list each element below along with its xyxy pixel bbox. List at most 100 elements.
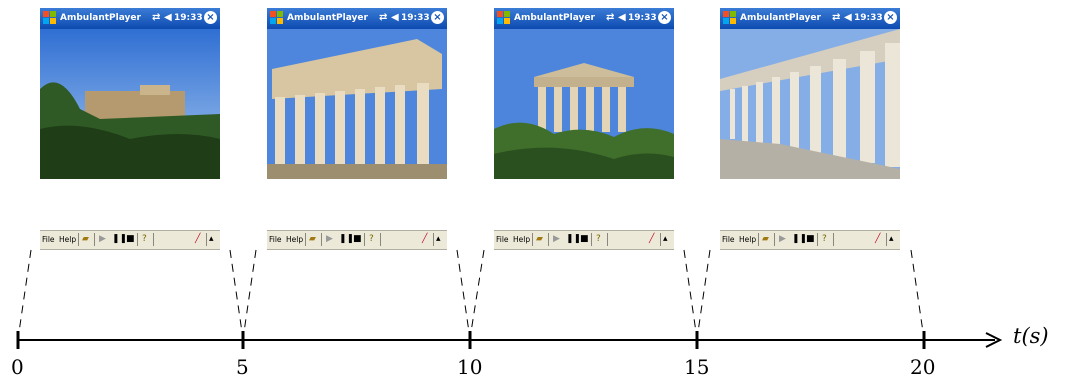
connectivity-icon[interactable]: ⇄ [152, 12, 161, 23]
slide-image-temple-of-hephaestus [494, 29, 674, 179]
volume-icon[interactable]: ◀ [164, 12, 172, 23]
volume-icon[interactable]: ◀ [391, 12, 399, 23]
open-folder-icon[interactable]: ▰ [82, 234, 89, 244]
toolbar-divider [833, 233, 834, 246]
toolbar-divider [433, 233, 434, 246]
pen-icon[interactable]: ╱ [875, 234, 881, 244]
projection-lines [18, 249, 924, 333]
toolbar-divider [153, 233, 154, 246]
toolbar-divider [137, 233, 138, 246]
slide-image-parthenon [267, 29, 447, 179]
connectivity-icon[interactable]: ⇄ [606, 12, 615, 23]
toolbar-divider [321, 233, 322, 246]
help-menu[interactable]: Help [286, 235, 304, 244]
pause-icon[interactable]: ❚❚ [792, 234, 808, 244]
pen-icon[interactable]: ╱ [649, 234, 655, 244]
player-toolbar-2: File Help ▰ ▶ ❚❚ ■ ? ╱ ▴ [267, 230, 447, 250]
toolbar-divider [774, 233, 775, 246]
close-button[interactable]: × [431, 11, 444, 24]
title-bar: AmbulantPlayer ⇄ ◀ 19:33 × [267, 8, 447, 29]
open-folder-icon[interactable]: ▰ [762, 234, 769, 244]
toolbar-divider [548, 233, 549, 246]
open-folder-icon[interactable]: ▰ [309, 234, 316, 244]
play-icon[interactable]: ▶ [99, 234, 106, 244]
windows-logo-icon[interactable] [43, 11, 57, 25]
play-icon[interactable]: ▶ [779, 234, 786, 244]
toolbar-divider [591, 233, 592, 246]
axis-arrow-icon [985, 332, 1003, 348]
open-folder-icon[interactable]: ▰ [536, 234, 543, 244]
projection-line [18, 249, 32, 333]
tick-label-0: 0 [11, 355, 24, 379]
toolbar-divider [206, 233, 207, 246]
close-button[interactable]: × [658, 11, 671, 24]
help-icon[interactable]: ? [822, 234, 827, 244]
toolbar-divider [94, 233, 95, 246]
close-button[interactable]: × [204, 11, 217, 24]
stop-icon[interactable]: ■ [126, 234, 135, 244]
projection-line [697, 249, 711, 333]
app-title: AmbulantPlayer [740, 13, 821, 23]
play-icon[interactable]: ▶ [553, 234, 560, 244]
file-menu[interactable]: File [42, 235, 55, 244]
axis-ticks [16, 331, 926, 349]
close-button[interactable]: × [884, 11, 897, 24]
projection-line [456, 249, 470, 333]
toolbar-divider [364, 233, 365, 246]
tick-label-5: 5 [236, 355, 249, 379]
connectivity-icon[interactable]: ⇄ [379, 12, 388, 23]
chevron-up-icon[interactable]: ▴ [209, 234, 214, 244]
clock[interactable]: 19:33 [174, 13, 203, 23]
clock[interactable]: 19:33 [401, 13, 430, 23]
player-toolbar-4: File Help ▰ ▶ ❚❚ ■ ? ╱ ▴ [720, 230, 900, 250]
toolbar-divider [758, 233, 759, 246]
title-bar: AmbulantPlayer ⇄ ◀ 19:33 × [494, 8, 674, 29]
help-menu[interactable]: Help [59, 235, 77, 244]
pen-icon[interactable]: ╱ [195, 234, 201, 244]
app-title: AmbulantPlayer [514, 13, 595, 23]
toolbar-divider [886, 233, 887, 246]
slide-image-acropolis-hill [40, 29, 220, 179]
volume-icon[interactable]: ◀ [618, 12, 626, 23]
stop-icon[interactable]: ■ [806, 234, 815, 244]
toolbar-divider [305, 233, 306, 246]
help-menu[interactable]: Help [513, 235, 531, 244]
player-toolbar-3: File Help ▰ ▶ ❚❚ ■ ? ╱ ▴ [494, 230, 674, 250]
clock[interactable]: 19:33 [628, 13, 657, 23]
chevron-up-icon[interactable]: ▴ [663, 234, 668, 244]
file-menu[interactable]: File [722, 235, 735, 244]
windows-logo-icon[interactable] [497, 11, 511, 25]
file-menu[interactable]: File [496, 235, 509, 244]
title-bar: AmbulantPlayer ⇄ ◀ 19:33 × [720, 8, 900, 29]
play-icon[interactable]: ▶ [326, 234, 333, 244]
toolbar-divider [817, 233, 818, 246]
stop-icon[interactable]: ■ [580, 234, 589, 244]
help-icon[interactable]: ? [596, 234, 601, 244]
toolbar-divider [532, 233, 533, 246]
chevron-up-icon[interactable]: ▴ [436, 234, 441, 244]
file-menu[interactable]: File [269, 235, 282, 244]
windows-logo-icon[interactable] [270, 11, 284, 25]
windows-logo-icon[interactable] [723, 11, 737, 25]
tick-label-20: 20 [910, 355, 936, 379]
stop-icon[interactable]: ■ [353, 234, 362, 244]
slide-image-stoa-colonnade [720, 29, 900, 179]
projection-line [470, 249, 485, 333]
help-icon[interactable]: ? [369, 234, 374, 244]
toolbar-divider [660, 233, 661, 246]
pause-icon[interactable]: ❚❚ [566, 234, 582, 244]
pause-icon[interactable]: ❚❚ [112, 234, 128, 244]
title-bar: AmbulantPlayer ⇄ ◀ 19:33 × [40, 8, 220, 29]
axis-label: t(s) [1013, 324, 1049, 348]
help-icon[interactable]: ? [142, 234, 147, 244]
pen-icon[interactable]: ╱ [422, 234, 428, 244]
clock[interactable]: 19:33 [854, 13, 883, 23]
toolbar-divider [78, 233, 79, 246]
chevron-up-icon[interactable]: ▴ [889, 234, 894, 244]
pause-icon[interactable]: ❚❚ [339, 234, 355, 244]
help-menu[interactable]: Help [739, 235, 757, 244]
volume-icon[interactable]: ◀ [844, 12, 852, 23]
tick-label-15: 15 [684, 355, 710, 379]
app-title: AmbulantPlayer [60, 13, 141, 23]
connectivity-icon[interactable]: ⇄ [832, 12, 841, 23]
